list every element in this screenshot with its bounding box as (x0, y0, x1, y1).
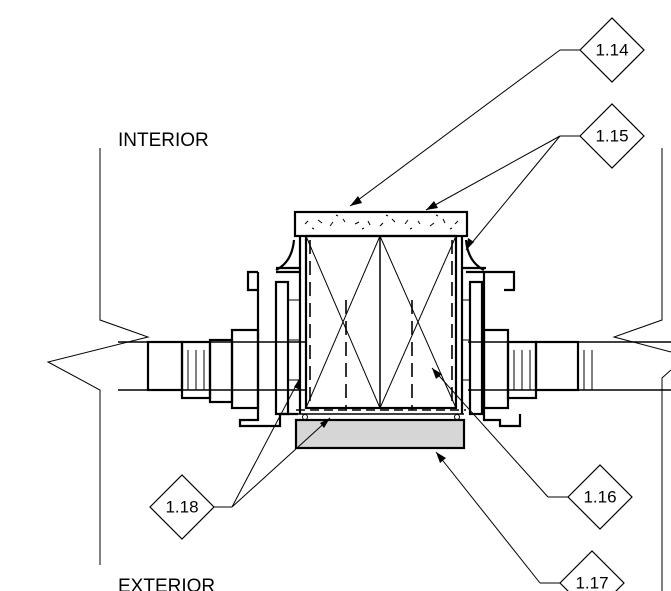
tag-1-17: 1.17 (559, 550, 625, 591)
tag-1-18: 1.18 (149, 474, 215, 540)
tag-1-16-text: 1.16 (583, 488, 616, 507)
right-wall-section (462, 239, 671, 428)
tag-1-18-text: 1.18 (165, 498, 198, 517)
tag-1-17-text: 1.17 (575, 574, 608, 591)
tag-1-14-text: 1.14 (595, 41, 628, 60)
tag-1-14: 1.14 (579, 17, 645, 83)
interior-stool (293, 210, 469, 238)
tag-1-15-text: 1.15 (595, 127, 628, 146)
left-wall-section (118, 239, 305, 428)
left-wall-break-line (46, 148, 150, 565)
leader-lines (214, 49, 580, 584)
exterior-label: EXTERIOR (118, 576, 215, 591)
interior-label: INTERIOR (118, 130, 209, 151)
opening-framing (296, 234, 466, 420)
tag-1-15: 1.15 (579, 103, 645, 169)
tag-1-16: 1.16 (567, 464, 633, 530)
right-wall-break-line (612, 148, 671, 591)
